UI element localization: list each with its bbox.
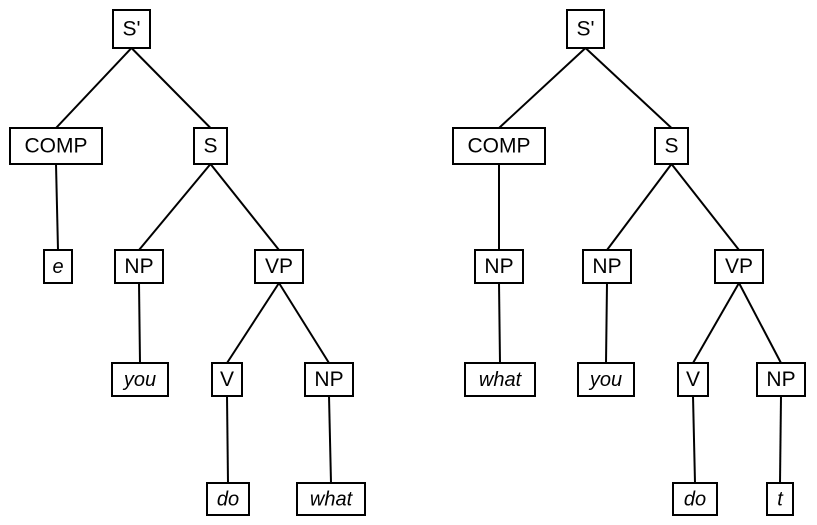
category-label: COMP	[25, 135, 88, 158]
category-label: NP	[766, 368, 795, 391]
tree-edge	[605, 282, 608, 364]
tree-edge	[226, 395, 229, 484]
tree-edge	[779, 395, 782, 484]
tree-node-np[interactable]: NP	[582, 249, 632, 284]
tree-edge	[55, 163, 59, 251]
tree-edge	[738, 282, 782, 364]
tree-edge	[138, 282, 141, 364]
category-label: S	[203, 135, 217, 158]
node-box	[304, 362, 354, 397]
tree-node-do[interactable]: do	[206, 482, 250, 516]
category-label: V	[220, 368, 234, 391]
terminal-label: t	[777, 488, 784, 510]
node-box	[114, 249, 164, 284]
node-box	[474, 249, 524, 284]
node-box	[206, 482, 250, 516]
node-box	[464, 362, 536, 397]
category-label: NP	[314, 368, 343, 391]
terminal-label: e	[52, 256, 63, 278]
tree-edge	[498, 282, 501, 364]
right-tree-nodes: S' COMP S NP NP VP what you V NP do t	[452, 9, 806, 516]
tree-node-you[interactable]: you	[111, 362, 169, 397]
tree-node-s[interactable]: S'	[566, 9, 605, 49]
node-box	[714, 249, 764, 284]
tree-edge	[584, 47, 673, 129]
tree-edge	[55, 47, 133, 129]
node-box	[766, 482, 794, 516]
tree-node-v[interactable]: V	[211, 362, 243, 397]
node-box	[582, 249, 632, 284]
terminal-label: you	[588, 369, 622, 391]
node-box	[577, 362, 635, 397]
category-label: VP	[265, 255, 293, 278]
terminal-label: do	[217, 488, 239, 510]
tree-edge	[670, 163, 740, 251]
tree-node-t[interactable]: t	[766, 482, 794, 516]
tree-edge	[278, 282, 330, 364]
tree-edge	[209, 163, 280, 251]
node-box	[452, 127, 546, 165]
tree-edge	[692, 282, 740, 364]
node-box	[566, 9, 605, 49]
node-box	[9, 127, 103, 165]
category-label: V	[686, 368, 700, 391]
node-box	[296, 482, 366, 516]
tree-node-what[interactable]: what	[296, 482, 366, 516]
tree-node-comp[interactable]: COMP	[9, 127, 103, 165]
terminal-label: do	[684, 488, 706, 510]
node-box	[43, 249, 73, 284]
category-label: NP	[592, 255, 621, 278]
tree-node-s[interactable]: S	[654, 127, 689, 165]
category-label: S'	[576, 18, 594, 41]
category-label: S'	[122, 18, 140, 41]
tree-node-you[interactable]: you	[577, 362, 635, 397]
category-label: VP	[725, 255, 753, 278]
tree-edge	[606, 163, 673, 251]
tree-node-do[interactable]: do	[672, 482, 718, 516]
tree-node-vp[interactable]: VP	[714, 249, 764, 284]
tree-edge	[130, 47, 212, 129]
tree-edge	[498, 47, 587, 129]
category-label: NP	[484, 255, 513, 278]
tree-node-np[interactable]: NP	[474, 249, 524, 284]
right-tree-edges	[498, 47, 782, 484]
category-label: NP	[124, 255, 153, 278]
terminal-label: what	[479, 369, 523, 391]
tree-node-s[interactable]: S	[193, 127, 228, 165]
node-box	[111, 362, 169, 397]
node-box	[193, 127, 228, 165]
node-box	[756, 362, 806, 397]
tree-edge	[692, 395, 696, 484]
node-box	[654, 127, 689, 165]
left-tree-edges	[55, 47, 332, 484]
tree-node-e[interactable]: e	[43, 249, 73, 284]
tree-node-s[interactable]: S'	[112, 9, 151, 49]
tree-node-comp[interactable]: COMP	[452, 127, 546, 165]
tree-node-np[interactable]: NP	[756, 362, 806, 397]
node-box	[672, 482, 718, 516]
category-label: S	[664, 135, 678, 158]
node-box	[112, 9, 151, 49]
tree-node-vp[interactable]: VP	[254, 249, 304, 284]
tree-node-np[interactable]: NP	[304, 362, 354, 397]
tree-node-what[interactable]: what	[464, 362, 536, 397]
tree-edge	[138, 163, 212, 251]
terminal-label: you	[122, 369, 156, 391]
tree-node-np[interactable]: NP	[114, 249, 164, 284]
node-box	[211, 362, 243, 397]
node-box	[677, 362, 709, 397]
tree-edge	[328, 395, 332, 484]
node-box	[254, 249, 304, 284]
tree-node-v[interactable]: V	[677, 362, 709, 397]
terminal-label: what	[310, 488, 354, 510]
category-label: COMP	[468, 135, 531, 158]
edges-layer	[55, 47, 782, 484]
tree-edge	[226, 282, 280, 364]
